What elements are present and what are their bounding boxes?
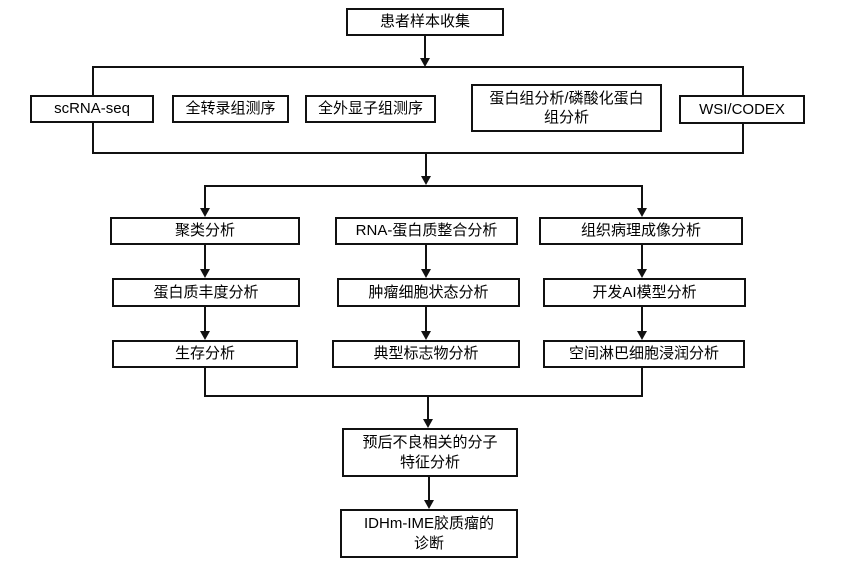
connector-row2-bus	[92, 66, 744, 68]
node-wsi-codex: WSI/CODEX	[679, 95, 805, 124]
connector-lymphocyte-down	[641, 368, 643, 397]
connector-branch-to-histopathology	[641, 185, 643, 208]
node-whole-transcriptome-seq: 全转录组测序	[172, 95, 289, 123]
connector-wsi-down	[742, 124, 744, 154]
connector-collector-bus	[92, 152, 744, 154]
node-idhm-ime-glioma-diagnosis: IDHm-IME胶质瘤的 诊断	[340, 509, 518, 558]
connector-survival-down	[204, 368, 206, 397]
arrowhead-prognosis-icon	[423, 419, 433, 428]
arrowhead-survival-icon	[200, 331, 210, 340]
node-clustering-analysis: 聚类分析	[110, 217, 300, 245]
connector-row2-bus-to-scrna	[92, 66, 94, 95]
node-rna-protein-integration-analysis: RNA-蛋白质整合分析	[335, 217, 518, 245]
node-typical-marker-analysis: 典型标志物分析	[332, 340, 520, 368]
arrowhead-diagnosis-icon	[424, 500, 434, 509]
arrowhead-aimodel-icon	[637, 269, 647, 278]
connector-clustering-to-abundance	[204, 245, 206, 269]
arrowhead-abundance-icon	[200, 269, 210, 278]
node-prognosis-molecular-feature-analysis: 预后不良相关的分子 特征分析	[342, 428, 518, 477]
connector-aimodel-to-lymphocyte	[641, 307, 643, 331]
node-histopathology-imaging-analysis: 组织病理成像分析	[539, 217, 743, 245]
arrowhead-tumorstate-icon	[421, 269, 431, 278]
connector-root-down	[424, 36, 426, 58]
connector-histopathology-to-aimodel	[641, 245, 643, 269]
arrowhead-histopathology-icon	[637, 208, 647, 217]
node-whole-exome-seq: 全外显子组测序	[305, 95, 436, 123]
connector-prognosis-to-diagnosis	[428, 477, 430, 500]
connector-collector-down	[425, 152, 427, 177]
node-tumor-cell-state-analysis: 肿瘤细胞状态分析	[337, 278, 520, 307]
connector-branch-bus	[204, 185, 643, 187]
connector-scrna-down	[92, 123, 94, 154]
connector-tumorstate-to-markers	[425, 307, 427, 331]
node-scrna-seq: scRNA-seq	[30, 95, 154, 123]
arrowhead-collector-down-icon	[421, 176, 431, 185]
arrowhead-markers-icon	[421, 331, 431, 340]
connector-bottom-collector-bus	[204, 395, 643, 397]
node-survival-analysis: 生存分析	[112, 340, 298, 368]
connector-collector-to-prognosis	[427, 395, 429, 419]
connector-rnaprotein-to-tumorstate	[425, 245, 427, 269]
arrowhead-lymphocyte-icon	[637, 331, 647, 340]
arrowhead-clustering-icon	[200, 208, 210, 217]
node-spatial-lymphocyte-infiltration-analysis: 空间淋巴细胞浸润分析	[543, 340, 745, 368]
node-proteomics-phosphoproteomics: 蛋白组分析/磷酸化蛋白 组分析	[471, 84, 662, 132]
node-patient-sample-collection: 患者样本收集	[346, 8, 504, 36]
arrowhead-root-down-icon	[420, 58, 430, 67]
node-ai-model-development-analysis: 开发AI模型分析	[543, 278, 746, 307]
connector-branch-to-clustering	[204, 185, 206, 208]
node-protein-abundance-analysis: 蛋白质丰度分析	[112, 278, 300, 307]
connector-abundance-to-survival	[204, 307, 206, 331]
connector-row2-bus-to-wsi	[742, 66, 744, 95]
